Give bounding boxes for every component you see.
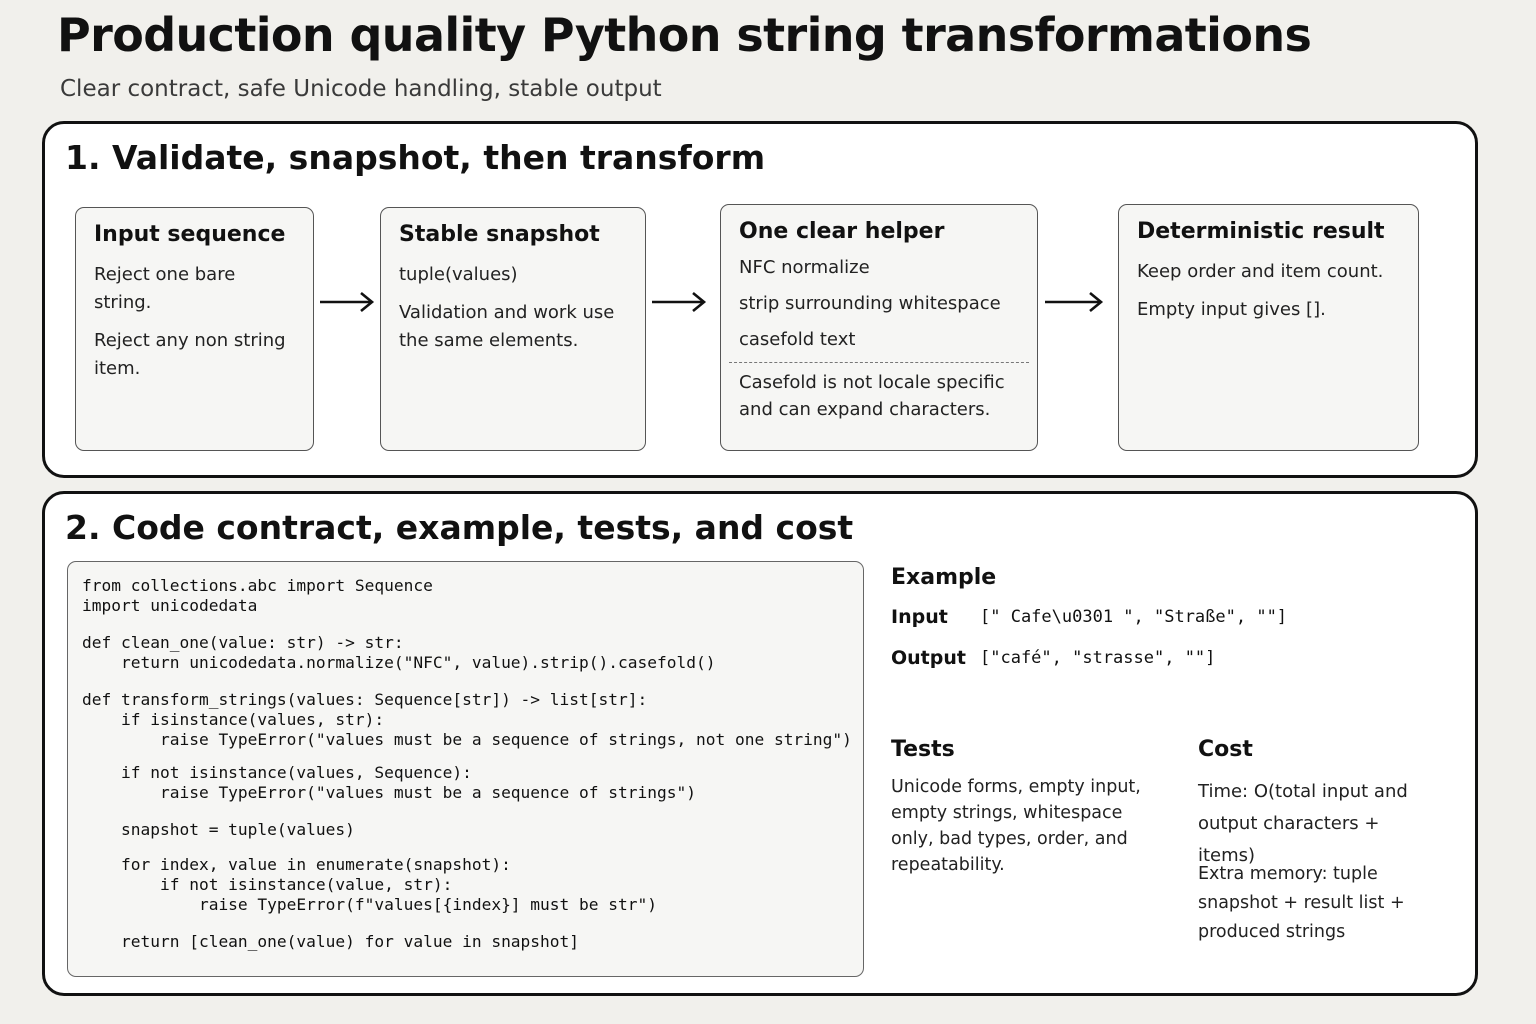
arrow-right-icon [320, 291, 375, 313]
deterministic-result-card: Deterministic result Keep order and item… [1118, 204, 1419, 451]
example-input-value: [" Cafe\u0301 ", "Straße", ""] [980, 607, 1288, 627]
code-line: raise TypeError("values must be a sequen… [82, 783, 696, 802]
card-title: One clear helper [739, 219, 945, 244]
arrow-right-icon [652, 291, 707, 313]
example-input-label: Input [891, 606, 948, 628]
card-line: Reject any non string item. [94, 330, 286, 379]
arrow-right-icon [1045, 291, 1104, 313]
dashed-divider [729, 362, 1029, 363]
code-line: import unicodedata [82, 596, 258, 615]
code-line: if not isinstance(value, str): [82, 875, 453, 894]
code-line: raise TypeError("values must be a sequen… [82, 730, 852, 749]
code-block: from collections.abc import Sequence imp… [67, 561, 864, 977]
card-title: Input sequence [94, 222, 286, 247]
card-note: Casefold is not locale specific and can … [739, 372, 1005, 420]
card-line: strip surrounding whitespace [739, 293, 1001, 314]
card-title: Deterministic result [1137, 219, 1385, 244]
page-subtitle: Clear contract, safe Unicode handling, s… [60, 76, 662, 102]
code-line: def transform_strings(values: Sequence[s… [82, 690, 648, 709]
card-line: Reject one bare string. [94, 264, 236, 313]
code-line: if isinstance(values, str): [82, 710, 385, 729]
code-line: return unicodedata.normalize("NFC", valu… [82, 653, 716, 672]
card-line: casefold text [739, 329, 856, 350]
one-clear-helper-card: One clear helper NFC normalize strip sur… [720, 204, 1038, 451]
page-title: Production quality Python string transfo… [57, 8, 1312, 62]
card-line: NFC normalize [739, 257, 870, 278]
pipeline-section: 1. Validate, snapshot, then transform In… [42, 121, 1478, 478]
tests-text: Unicode forms, empty input, empty string… [891, 777, 1141, 875]
example-output-label: Output [891, 647, 966, 669]
example-output-value: ["café", "strasse", ""] [980, 648, 1216, 668]
code-line: return [clean_one(value) for value in sn… [82, 932, 580, 951]
code-line: if not isinstance(values, Sequence): [82, 763, 472, 782]
tests-heading: Tests [891, 737, 955, 762]
cost-heading: Cost [1198, 737, 1253, 762]
card-title: Stable snapshot [399, 222, 600, 247]
code-line: from collections.abc import Sequence [82, 576, 433, 595]
card-line: tuple(values) [399, 264, 518, 285]
section-title: 2. Code contract, example, tests, and co… [65, 508, 854, 547]
card-line: Keep order and item count. [1137, 261, 1384, 282]
card-line: Validation and work use the same element… [399, 302, 615, 351]
code-line: snapshot = tuple(values) [82, 820, 355, 839]
contract-section: 2. Code contract, example, tests, and co… [42, 491, 1478, 996]
example-heading: Example [891, 565, 997, 590]
code-line: for index, value in enumerate(snapshot): [82, 855, 511, 874]
code-line: raise TypeError(f"values[{index}] must b… [82, 895, 657, 914]
code-line: def clean_one(value: str) -> str: [82, 633, 404, 652]
cost-time: Time: O(total input and output character… [1198, 781, 1408, 866]
section-title: 1. Validate, snapshot, then transform [65, 138, 766, 177]
cost-memory: Extra memory: tuple snapshot + result li… [1198, 864, 1405, 942]
card-line: Empty input gives []. [1137, 299, 1326, 320]
stable-snapshot-card: Stable snapshot tuple(values) Validation… [380, 207, 646, 451]
input-sequence-card: Input sequence Reject one bare string. R… [75, 207, 314, 451]
